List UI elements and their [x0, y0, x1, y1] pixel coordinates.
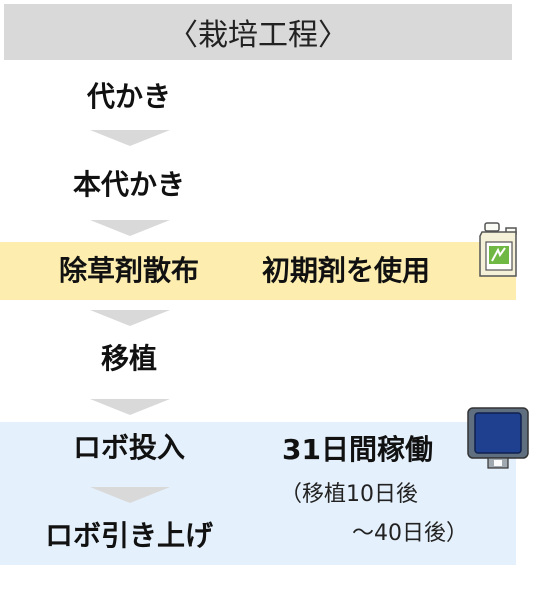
step-transplant: 移植	[100, 342, 157, 375]
flow-arrow	[90, 487, 170, 503]
robot-operation-note: 31日間稼働	[282, 433, 433, 466]
herbicide-bottle-icon	[476, 222, 522, 282]
step-robot-retrieve: ロボ引き上げ	[44, 519, 213, 552]
robot-period-end: ～40日後）	[352, 521, 468, 546]
step-herbicide-spray: 除草剤散布	[58, 254, 199, 287]
herbicide-band	[0, 242, 516, 300]
step-shirokaki: 代かき	[86, 80, 171, 113]
flow-arrow	[90, 130, 170, 146]
herbicide-note: 初期剤を使用	[262, 254, 431, 287]
robot-band	[0, 422, 516, 565]
robot-device-icon	[466, 404, 530, 474]
flow-arrow	[90, 220, 170, 236]
step-hon-shirokaki: 本代かき	[72, 168, 185, 201]
robot-period-start: （移植10日後	[280, 482, 418, 507]
process-title: 〈栽培工程〉	[168, 18, 348, 53]
flow-arrow	[90, 399, 170, 415]
step-robot-deploy: ロボ投入	[72, 431, 185, 464]
process-header: 〈栽培工程〉	[4, 4, 512, 60]
flow-arrow	[90, 310, 170, 326]
